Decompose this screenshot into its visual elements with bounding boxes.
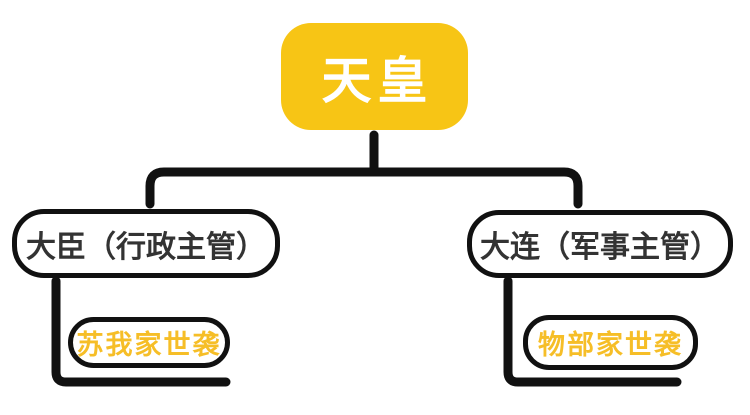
- node-minister-admin: 大臣（行政主管）: [12, 209, 280, 278]
- connector-left-child: [51, 276, 231, 387]
- node-emperor-label: 天皇: [321, 52, 434, 109]
- connector-branch-bracket: [145, 167, 583, 209]
- node-minister-admin-label: 大臣（行政主管）: [26, 230, 266, 264]
- node-mononobe-hereditary-label: 物部家世袭: [538, 330, 683, 360]
- node-muraji-military: 大连（军事主管）: [467, 210, 733, 278]
- node-muraji-military-label: 大连（军事主管）: [480, 231, 720, 264]
- node-soga-hereditary: 苏我家世袭: [68, 317, 230, 368]
- node-emperor: 天皇: [281, 23, 468, 130]
- node-soga-hereditary-label: 苏我家世袭: [76, 330, 222, 360]
- connector-right-child: [503, 276, 682, 387]
- node-mononobe-hereditary: 物部家世袭: [523, 315, 698, 370]
